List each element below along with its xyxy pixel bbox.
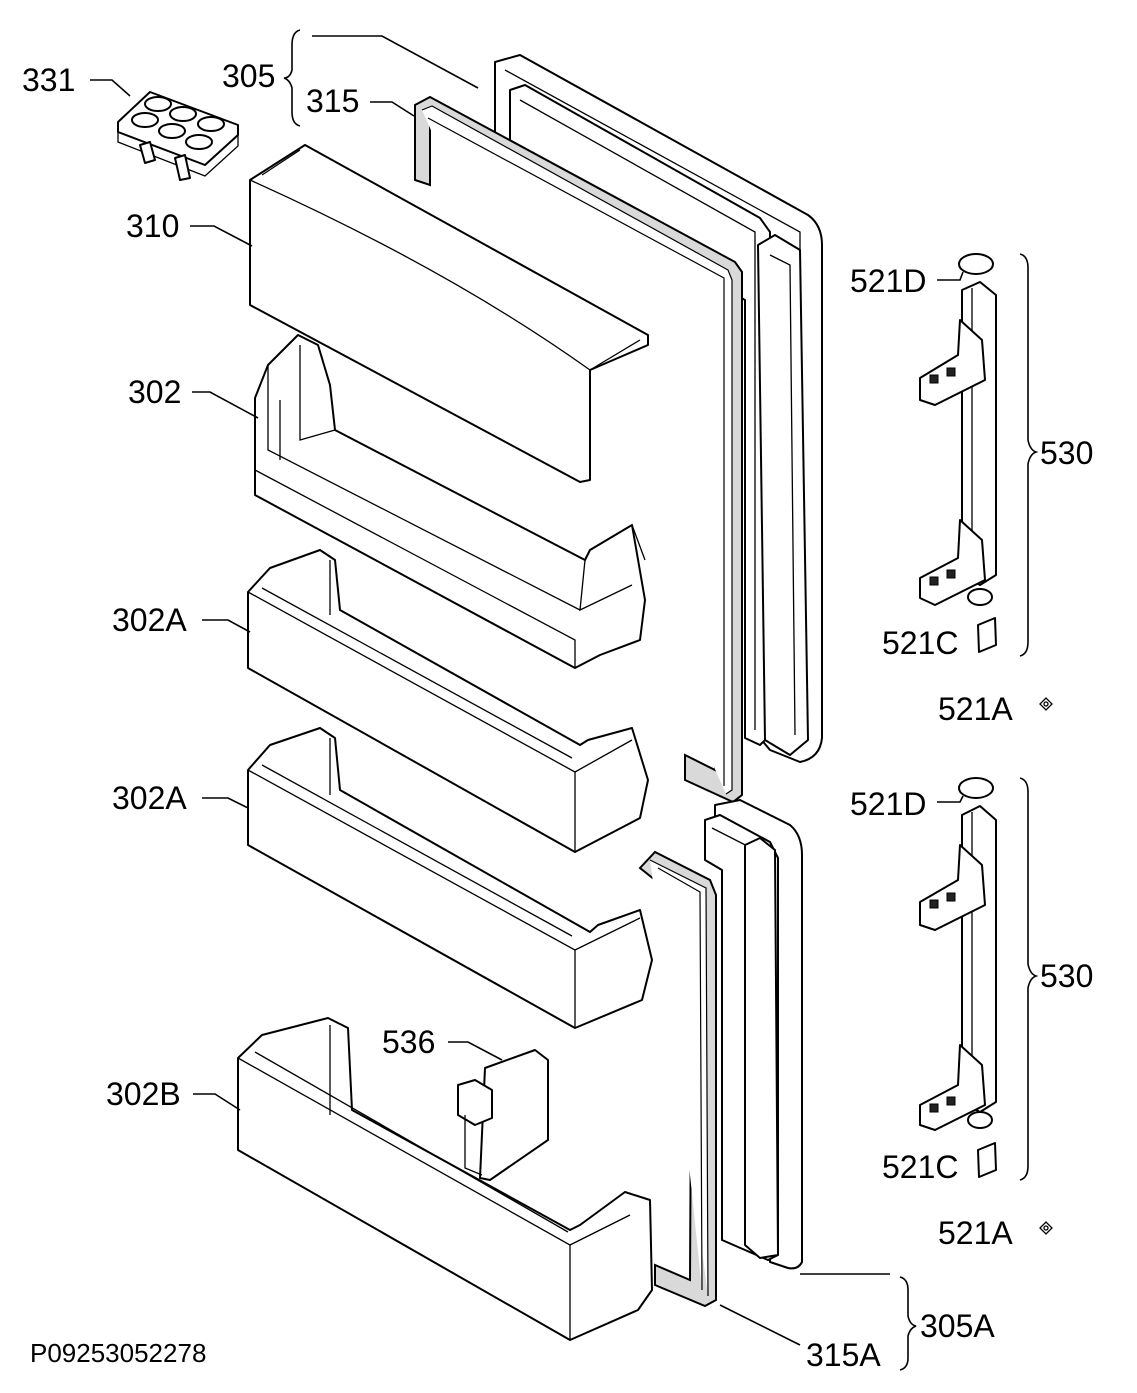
label-302b: 302B: [106, 1076, 181, 1112]
label-315: 315: [306, 83, 359, 119]
label-331: 331: [22, 62, 75, 98]
divider-536: [457, 1049, 549, 1181]
label-521c-2: 521C: [882, 1149, 959, 1185]
label-310: 310: [126, 208, 179, 244]
label-521a-1: 521A: [938, 691, 1013, 727]
label-521a-2: 521A: [938, 1215, 1013, 1251]
lower-door-305a: [704, 799, 803, 1270]
door-shelf-302a-2: [247, 727, 653, 1029]
label-530-1: 530: [1040, 435, 1093, 471]
drawing-code: P09253052278: [30, 1338, 206, 1368]
door-shelf-302: [254, 334, 646, 669]
label-315a: 315A: [806, 1337, 881, 1373]
door-shelf-302b: [237, 1017, 653, 1341]
label-521d-2: 521D: [850, 786, 927, 822]
flap-lid-310: [249, 144, 649, 483]
handle-530-lower: [919, 777, 1053, 1235]
label-530-2: 530: [1040, 958, 1093, 994]
leader-lines: [90, 29, 1039, 1371]
label-302: 302: [128, 374, 181, 410]
label-305: 305: [222, 58, 275, 94]
lower-gasket-315a: [638, 850, 717, 1308]
label-521c-1: 521C: [882, 625, 959, 661]
egg-tray-331: [117, 91, 239, 181]
handle-530-upper: [919, 253, 1053, 711]
label-302a-1: 302A: [112, 602, 187, 638]
label-521d-1: 521D: [850, 263, 927, 299]
label-536: 536: [382, 1024, 435, 1060]
label-305a: 305A: [920, 1308, 995, 1344]
label-302a-2: 302A: [112, 780, 187, 816]
door-shelf-302a-1: [247, 549, 649, 853]
